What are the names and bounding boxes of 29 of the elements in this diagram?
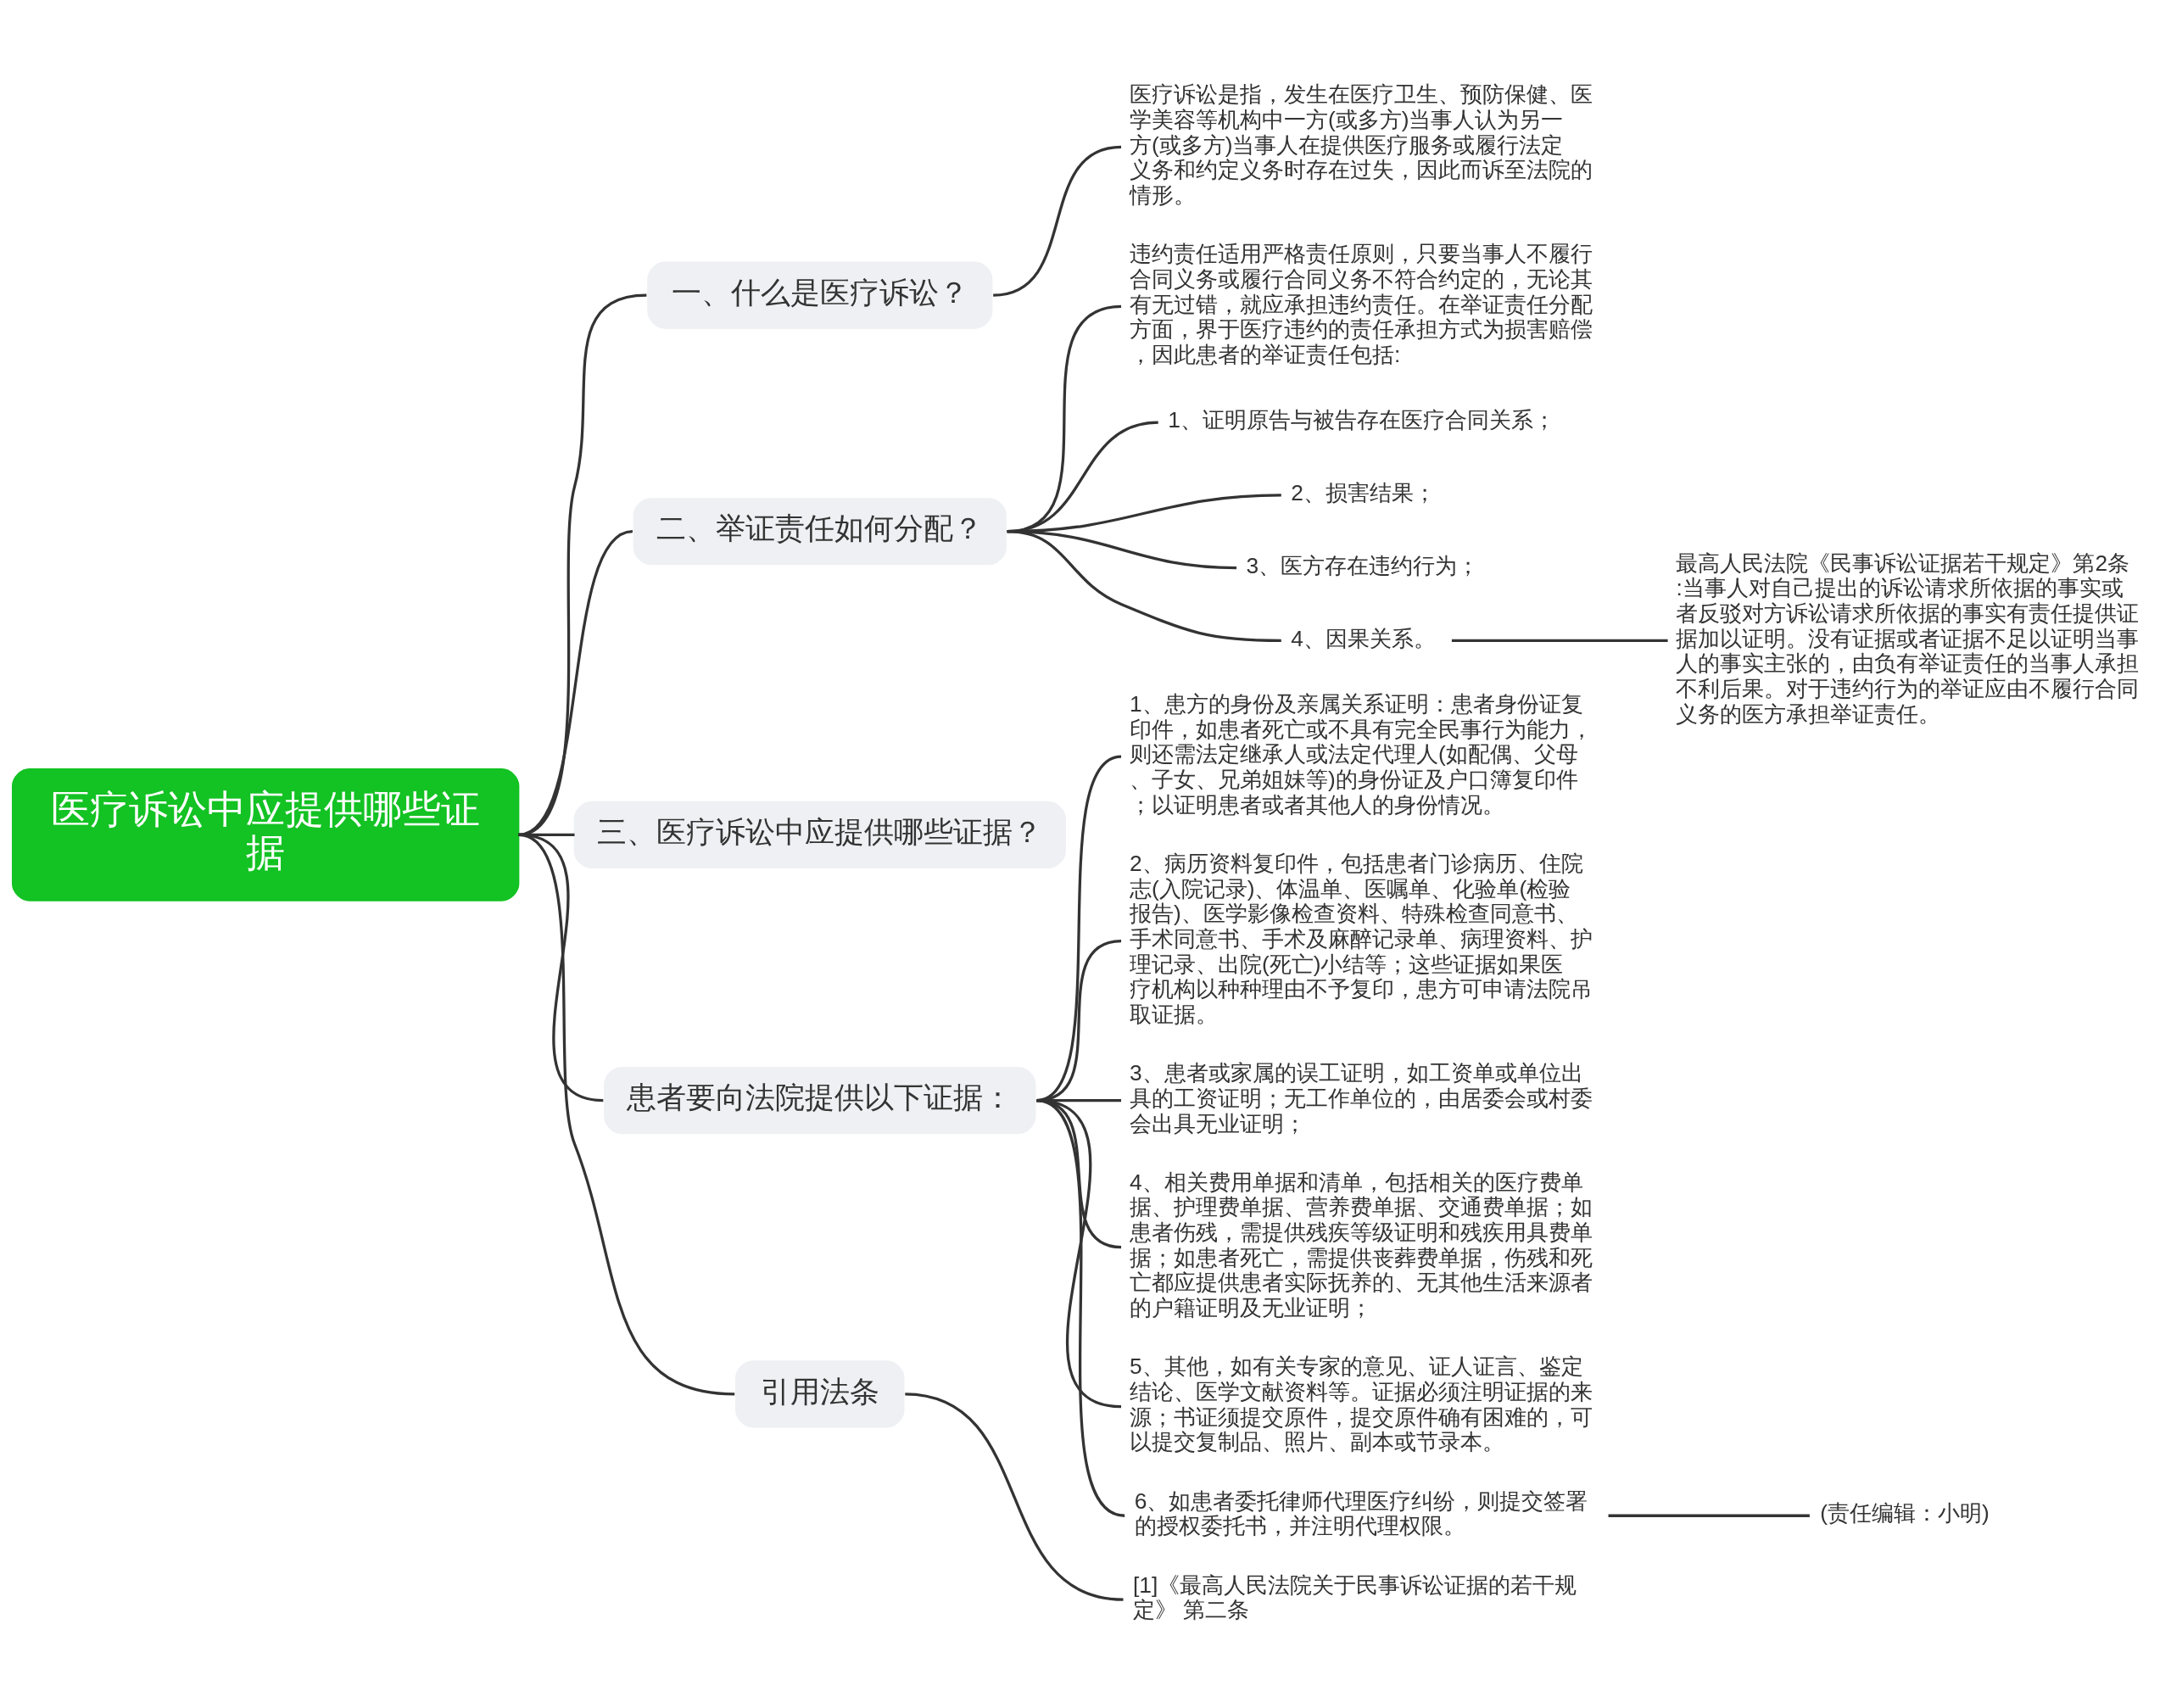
node-text: 最高人民法院《民事诉讼证据若干规定》第2条:当事人对自己提出的诉讼请求所依据的事实或者反驳对方诉讼请求所依据的事实有责任提供证据加以证明。没有证据或者证据不足以证明当事人的事实主张的，由负有举证责任的当事人承担不利后果。对于违约行为的举证应由不履行合同义务的医方承担举证责任。: [1676, 550, 2140, 727]
node-box: 医疗诉讼中应提供哪些证据: [11, 767, 520, 901]
node-text: 3、医方存在违约行为；: [1246, 552, 1480, 578]
node-box: 一、什么是医疗诉讼？: [647, 261, 993, 329]
connector: [518, 833, 735, 1395]
connector: [1035, 1098, 1125, 1517]
node-text: [1]《最高人民法院关于民事诉讼证据的若干规定》 第二条: [1133, 1571, 1577, 1622]
node-text: 1、患方的身份及亲属关系证明：患者身份证复印件，如患者死亡或不具有完全民事行为能力，则还需法定继承人或法定代理人(如配偶、父母、子女、兄弟姐妹等)的身份证及户口簿复印件；以证明患者或者其他人的身份情况。: [1129, 690, 1593, 818]
connector: [1451, 639, 1668, 642]
node-text: 医疗诉讼是指，发生在医疗卫生、预防保健、医学美容等机构中一方(或多方)当事人认为另一方(或多方)当事人在提供医疗服务或履行法定义务和约定义务时存在过失，因此而诉至法院的情形。: [1129, 81, 1593, 208]
node-box: 患者要向法院提供以下证据：: [604, 1066, 1036, 1134]
node-text: 3、患者或家属的误工证明，如工资单或单位出具的工资证明；无工作单位的，由居委会或村委会出具无业证明；: [1129, 1059, 1593, 1136]
node-text: 1、证明原告与被告存在医疗合同关系；: [1168, 406, 1555, 433]
node-text: 违约责任适用严格责任原则，只要当事人不履行合同义务或履行合同义务不符合约定的，无论其有无过错，就应承担违约责任。在举证责任分配方面，界于医疗违约的责任承担方式为损害赔偿，因此患者的举证责任包括:: [1129, 240, 1593, 367]
node-box: 二、举证责任如何分配？: [633, 497, 1007, 565]
node-box: 三、医疗诉讼中应提供哪些证据？: [573, 801, 1066, 868]
node-text: 2、病历资料复印件，包括患者门诊病历、住院志(入院记录)、体温单、医嘱单、化验单(检验报告)、医学影像检查资料、特殊检查同意书、手术同意书、手术及麻醉记录单、病理资料、护理记录、出院(死亡)小结等；这些证据如果医疗机构以种种理由不予复印，患方可申请法院吊取证据。: [1129, 850, 1593, 1027]
connector: [518, 293, 647, 836]
connector: [992, 145, 1122, 297]
node-text: 5、其他，如有关专家的意见、证人证言、鉴定结论、医学文献资料等。证据必须注明证据的来源；书证须提交原件，提交原件确有困难的，可以提交复制品、照片、副本或节录本。: [1129, 1353, 1593, 1454]
node-text: 6、如患者委托律师代理医疗纠纷，则提交签署的授权委托书，并注明代理权限。: [1134, 1488, 1588, 1538]
node-box: 引用法条: [735, 1359, 905, 1427]
node-text: (责任编辑：小明): [1820, 1499, 1990, 1526]
node-text: 4、因果关系。: [1291, 625, 1436, 651]
connector: [1608, 1514, 1810, 1517]
connector: [905, 1392, 1124, 1601]
node-text: 4、相关费用单据和清单，包括相关的医疗费单据、护理费单据、营养费单据、交通费单据；如患者伤残，需提供残疾等级证明和残疾用具费单据；如患者死亡，需提供丧葬费单据，伤残和死亡都应提供患者实际抚养的、无其他生活来源者的户籍证明及无业证明；: [1129, 1169, 1593, 1320]
connector: [1007, 529, 1281, 642]
node-text: 2、损害结果；: [1291, 479, 1436, 505]
